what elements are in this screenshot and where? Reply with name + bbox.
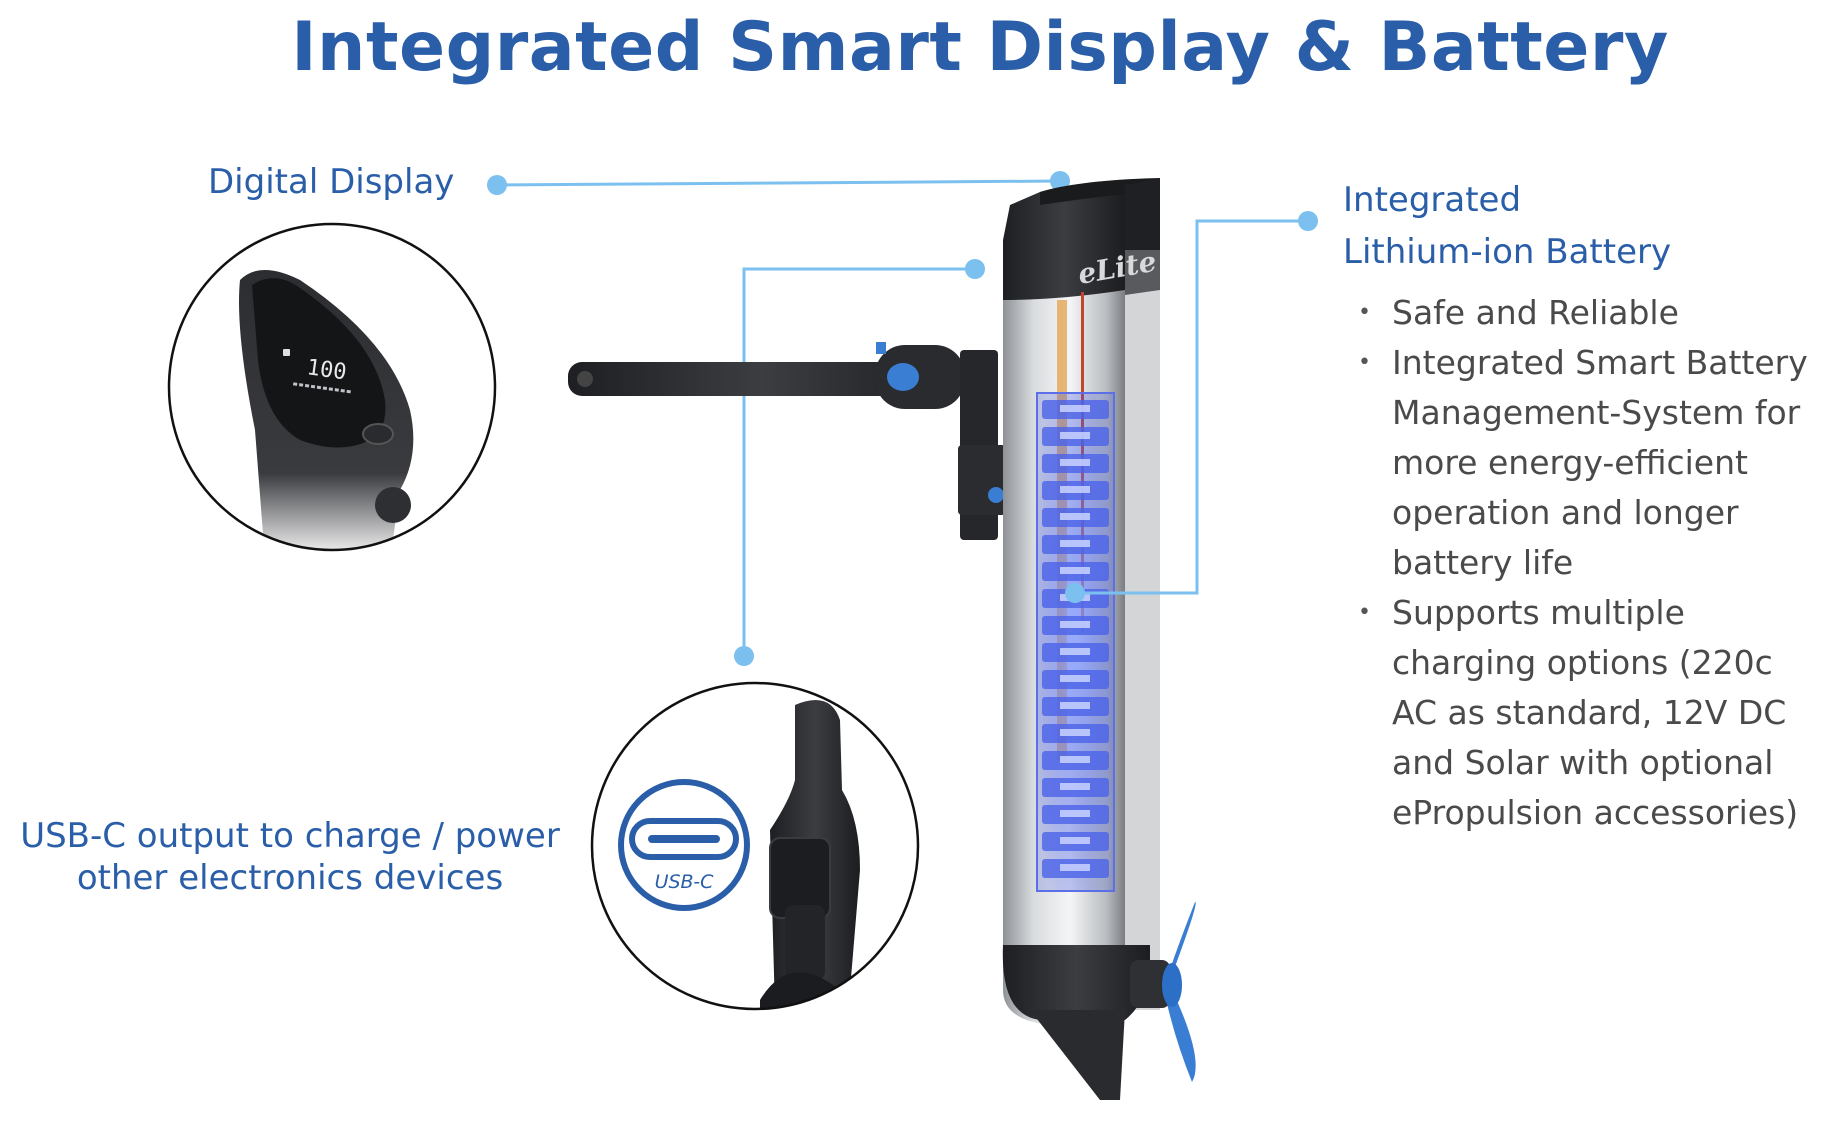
battery-cell-highlight — [1060, 432, 1090, 439]
callout-line-battery — [1075, 219, 1308, 595]
usb-c-label-line2: other electronics devices — [76, 858, 504, 898]
battery-feature-list: Safe and Reliable Integrated Smart Batte… — [1358, 288, 1828, 838]
display-readout: 100 — [305, 355, 348, 385]
digital-display-label: Digital Display — [208, 162, 455, 202]
callout-dot — [1050, 171, 1070, 191]
battery-tube: eLite — [1003, 178, 1160, 1025]
list-item: Safe and Reliable — [1358, 288, 1828, 338]
usb-c-label: USB-C output to charge / power other ele… — [10, 815, 570, 899]
callout-line-display — [496, 179, 1061, 187]
battery-cell-highlight — [1060, 810, 1090, 817]
usb-c-port-icon — [629, 818, 739, 860]
display-zoom-border — [167, 222, 497, 552]
motor-pod — [1002, 945, 1170, 1100]
battery-cell-highlight — [1060, 648, 1090, 655]
battery-cells — [1042, 400, 1109, 878]
propeller — [1162, 901, 1196, 1082]
callout-dot — [1298, 211, 1318, 231]
battery-cell-highlight — [1060, 513, 1090, 520]
battery-label: Integrated Lithium-ion Battery — [1343, 174, 1671, 278]
battery-cell-highlight — [1060, 405, 1090, 412]
usb-c-badge — [618, 779, 750, 911]
battery-cell-highlight — [1060, 459, 1090, 466]
usb-c-badge-label: USB-C — [655, 871, 715, 893]
battery-cell-highlight — [1060, 783, 1090, 790]
tiller-handle — [568, 342, 998, 540]
battery-cell-highlight — [1060, 864, 1090, 871]
list-item: Integrated Smart Battery Management-Syst… — [1358, 338, 1828, 588]
battery-label-line2: Lithium-ion Battery — [1343, 232, 1672, 272]
battery-cell-highlight — [1060, 486, 1090, 493]
display-zoom-circle: 100 — [169, 224, 495, 550]
battery-cell-highlight — [1060, 540, 1090, 547]
usb-zoom-border — [590, 681, 920, 1011]
callout-dot — [734, 646, 754, 666]
page-title: Integrated Smart Display & Battery — [291, 8, 1669, 87]
callout-dot — [487, 175, 507, 195]
battery-label-line1: Integrated — [1343, 180, 1522, 220]
battery-cell-highlight — [1060, 621, 1090, 628]
battery-cell-highlight — [1060, 567, 1090, 574]
battery-cell-highlight — [1060, 702, 1090, 709]
callout-line-usb — [742, 267, 975, 656]
list-item: Supports multiple charging options (220c… — [1358, 588, 1828, 838]
battery-cell-highlight — [1060, 675, 1090, 682]
callout-dot — [965, 259, 985, 279]
usb-c-label-line1: USB-C output to charge / power — [20, 816, 560, 856]
battery-cell-highlight — [1060, 756, 1090, 763]
side-clamp — [958, 445, 1006, 515]
battery-cell-highlight — [1060, 837, 1090, 844]
battery-cell-highlight — [1060, 729, 1090, 736]
usb-zoom-circle: USB-C — [592, 683, 918, 1009]
callout-dot — [1065, 583, 1085, 603]
